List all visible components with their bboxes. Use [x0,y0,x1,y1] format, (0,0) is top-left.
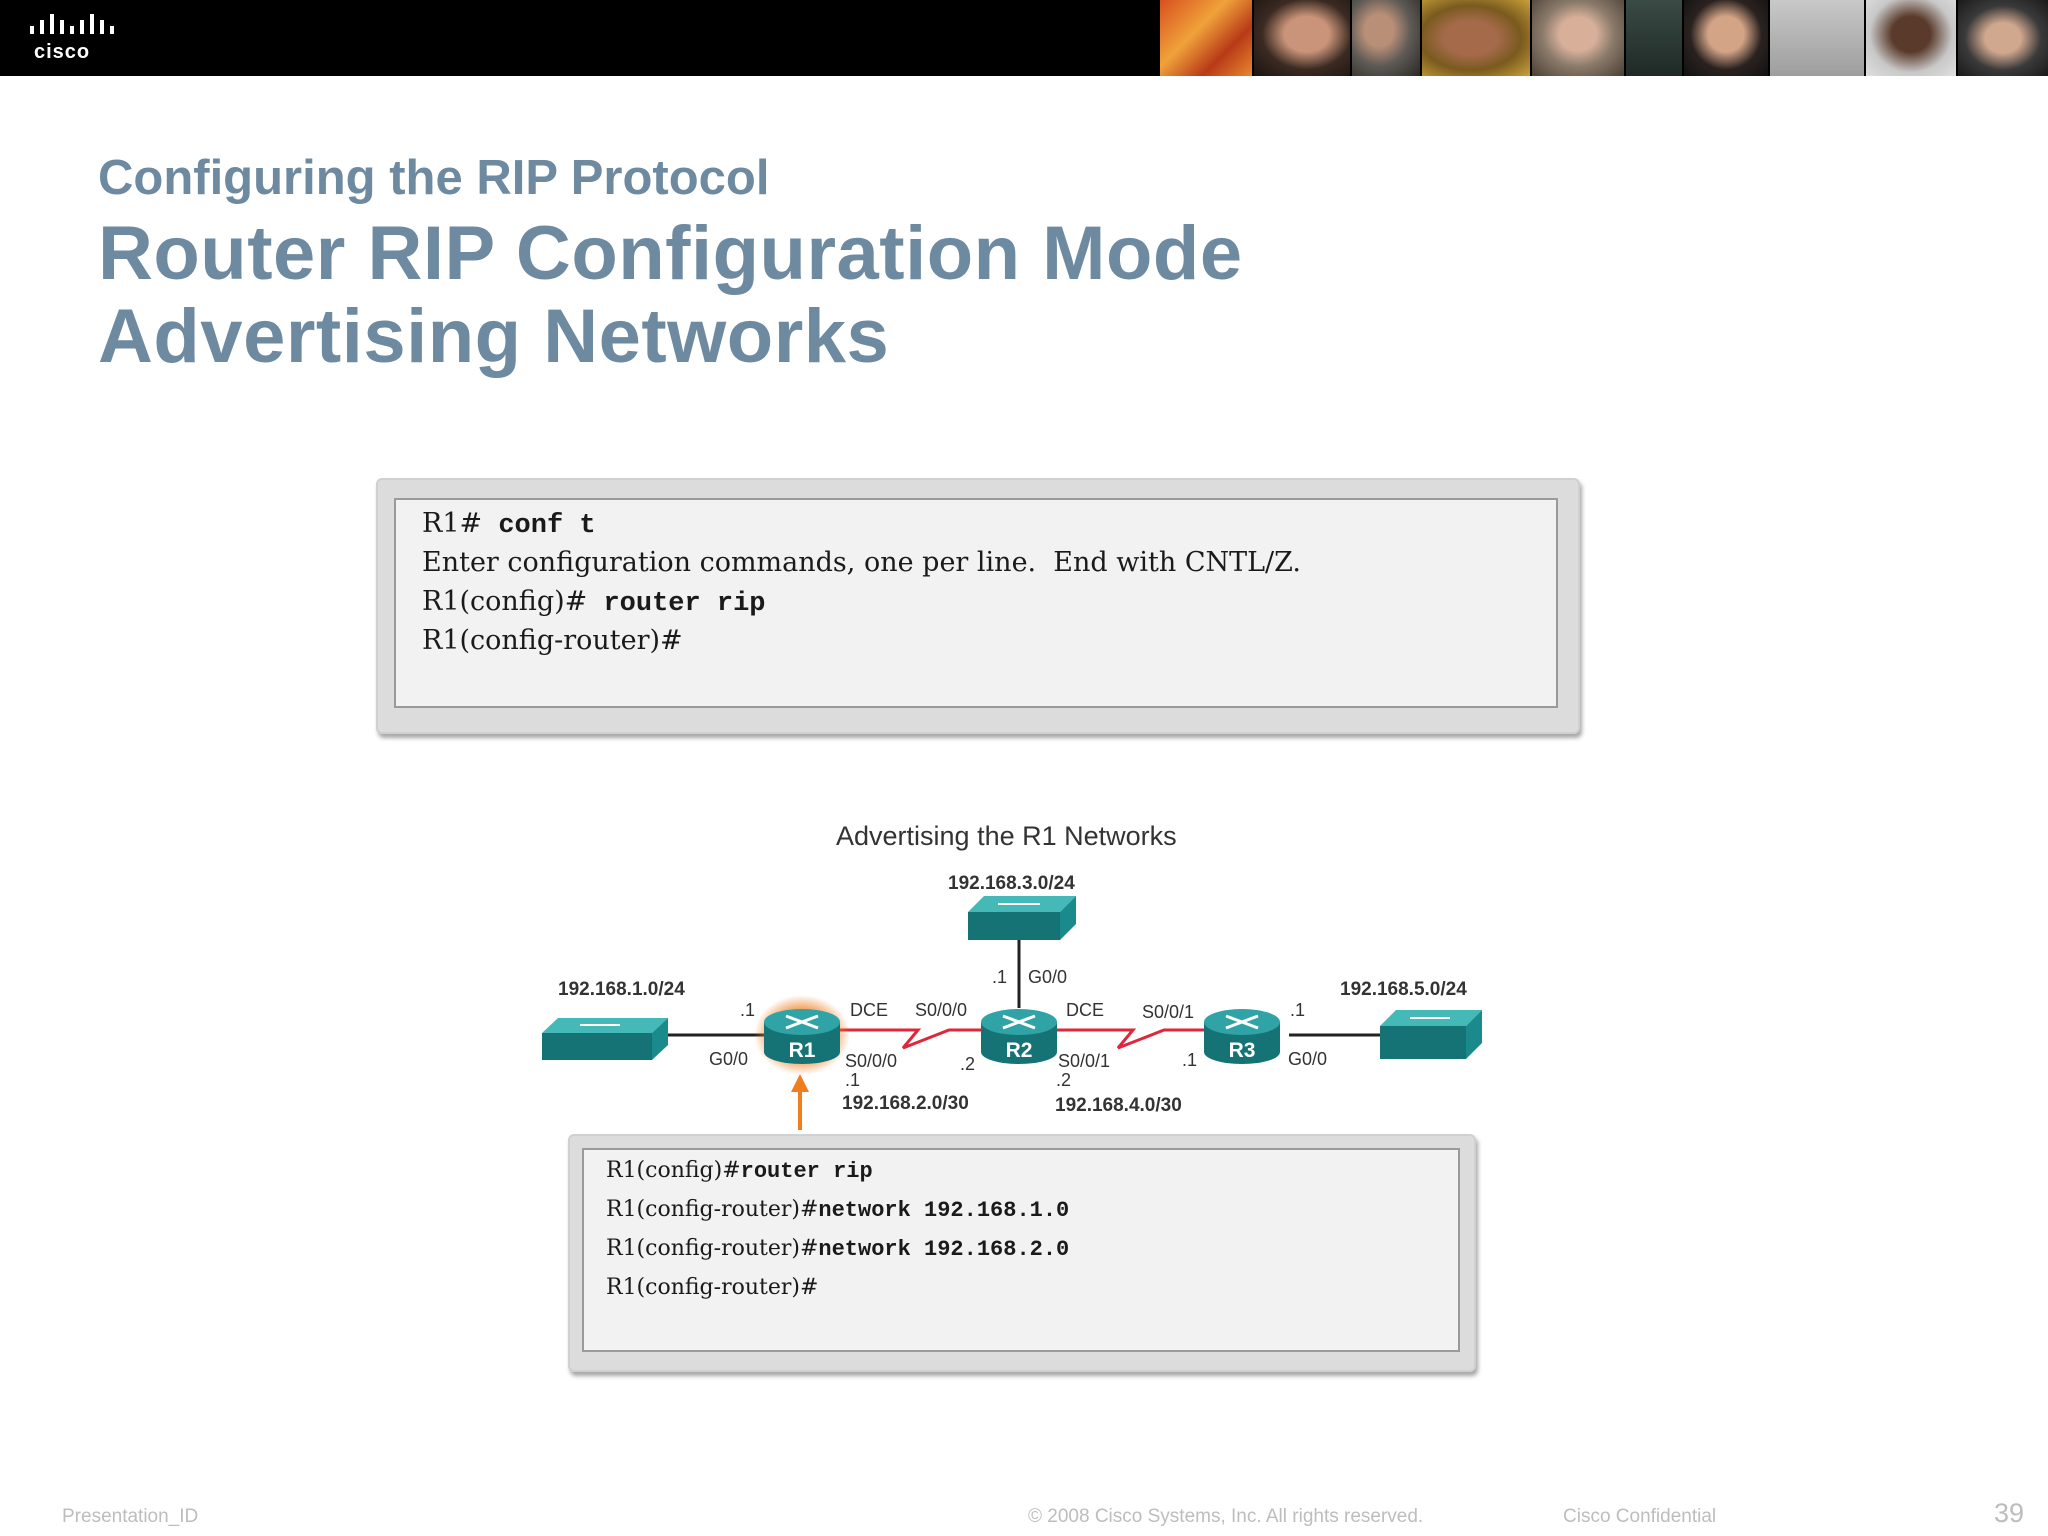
network-lan-r2: 192.168.3.0/24 [948,873,1075,894]
photo-person-6 [1866,0,1956,76]
footer-copyright: © 2008 Cisco Systems, Inc. All rights re… [1028,1506,1424,1527]
label-r1-dce: DCE [850,1000,888,1020]
serial-link-r1-r2 [804,1028,990,1050]
cli-output-top: R1# conf t Enter configuration commands,… [376,478,1580,734]
cli-bottom-line-4: R1(config-router)# [606,1275,819,1300]
router-r2-icon [981,1009,1057,1064]
header-photo-strip [1160,0,2048,76]
photo-person-7 [1958,0,2048,76]
label-r2-g00-host: .1 [992,967,1007,987]
label-r2-s001-bottom: S0/0/1 [1058,1051,1110,1071]
cli-top-line-2: Enter configuration commands, one per li… [422,547,1302,578]
footer-confidential: Cisco Confidential [1563,1506,1717,1527]
switch-r2-lan-icon [968,896,1076,940]
switch-r1-lan-icon [542,1018,668,1060]
cisco-bars-icon [30,14,114,34]
label-r3-s001-host: .1 [1182,1050,1197,1070]
cli-top-line-1: R1# conf t [422,508,596,541]
router-r3-label: R3 [1229,1039,1256,1062]
cli-top-line-3: R1(config)# router rip [422,586,766,619]
header-bar: cisco [0,0,2048,76]
photo-person-4 [1532,0,1624,76]
label-r2-s000-host: .2 [960,1054,975,1074]
label-r2-dce: DCE [1066,1000,1104,1020]
label-r2-s001-top: S0/0/1 [1142,1002,1194,1022]
slide-title-line-1: Router RIP Configuration Mode [98,211,1243,296]
page-number: 39 [1994,1498,2025,1528]
slide-title-line-2: Advertising Networks [98,294,890,379]
switch-r3-lan-icon [1380,1010,1482,1059]
diagram-title: Advertising the R1 Networks [836,821,1177,851]
cli-output-bottom: R1(config)#router rip R1(config-router)#… [568,1134,1476,1372]
cli-output-bottom-screen: R1(config)#router rip R1(config-router)#… [582,1148,1460,1352]
label-r1-g00: G0/0 [709,1049,748,1069]
cli-bottom-line-2: R1(config-router)#network 192.168.1.0 [606,1197,1070,1223]
network-lan-r3: 192.168.5.0/24 [1340,979,1467,1000]
photo-gray-panel [1770,0,1864,76]
network-lan-r1: 192.168.1.0/24 [558,979,685,1000]
cli-top-line-4: R1(config-router)# [422,625,683,656]
label-r1-s000-host: .1 [845,1070,860,1090]
serial-link-r2-r3 [1045,1028,1230,1050]
label-r1-s000-bottom: S0/0/0 [845,1051,897,1071]
photo-texture-orange [1160,0,1252,76]
photo-person-1 [1254,0,1350,76]
slide-subtitle: Configuring the RIP Protocol [98,151,770,205]
cisco-logo-text: cisco [34,41,91,63]
cli-output-top-screen: R1# conf t Enter configuration commands,… [394,498,1558,708]
footer-presentation-id: Presentation_ID [62,1506,199,1527]
label-r1-g00-host: .1 [740,1000,755,1020]
photo-person-2 [1352,0,1420,76]
network-link-r2-r3: 192.168.4.0/30 [1055,1095,1182,1116]
photo-person-5 [1684,0,1768,76]
network-link-r1-r2: 192.168.2.0/30 [842,1093,969,1114]
label-r1-s000-top: S0/0/0 [915,1000,967,1020]
cli-bottom-line-3: R1(config-router)#network 192.168.2.0 [606,1236,1070,1262]
photo-chalkboard [1626,0,1682,76]
label-r3-g00-host: .1 [1290,1000,1305,1020]
cli-bottom-line-1: R1(config)#router rip [606,1158,873,1184]
label-r3-g00: G0/0 [1288,1049,1327,1069]
label-r2-g00: G0/0 [1028,967,1067,987]
label-r2-s001-host: .2 [1056,1070,1071,1090]
router-r1-icon [764,1009,840,1064]
photo-person-3 [1422,0,1530,76]
topology-diagram: Advertising the R1 Networks R1 [542,821,1482,1130]
router-r2-label: R2 [1006,1039,1033,1062]
cisco-logo: cisco [28,14,124,64]
arrow-up-icon [791,1074,809,1092]
router-r1-label: R1 [789,1039,816,1062]
router-r3-icon [1204,1009,1280,1064]
